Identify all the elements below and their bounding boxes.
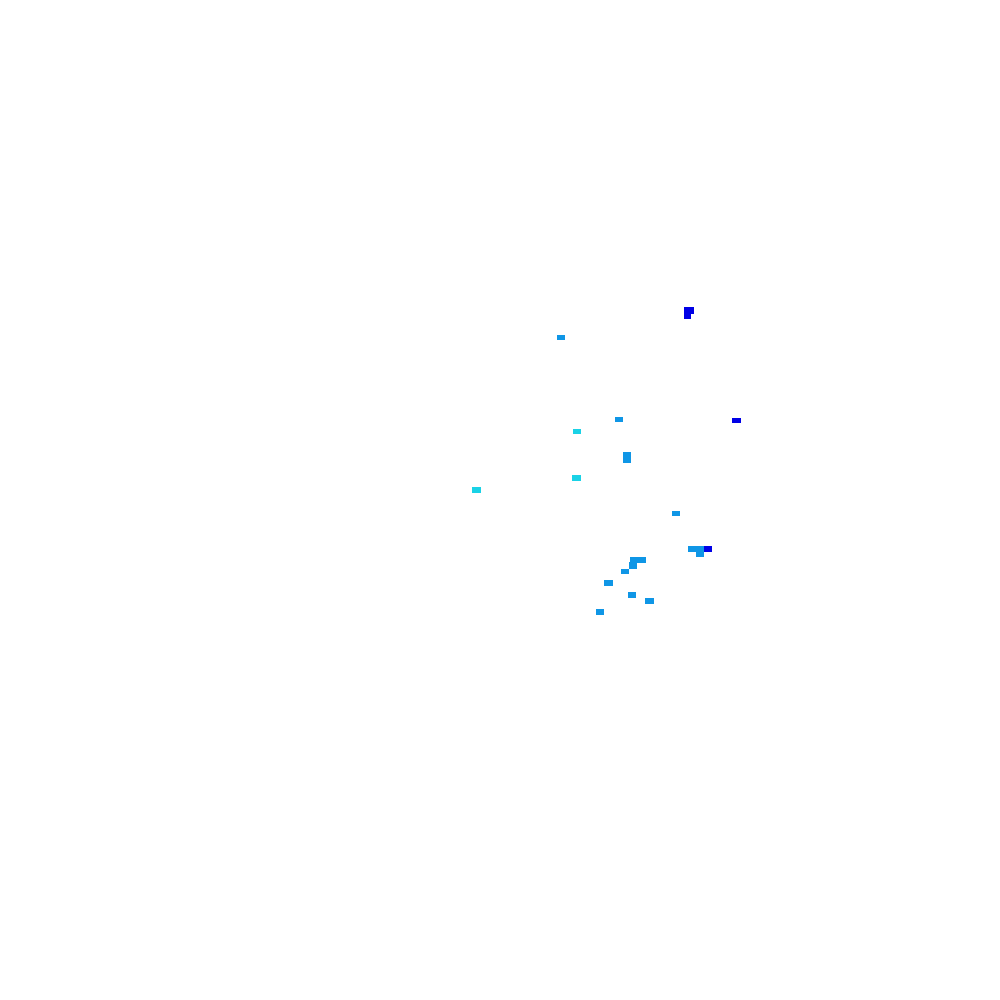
data-cell-dark-blue [732,418,741,423]
data-cell-light-blue [628,592,636,598]
data-cell-light-blue [630,557,646,563]
data-cell-light-blue [623,452,631,463]
data-cell-light-blue [629,562,637,569]
data-cell-cyan [573,429,581,434]
data-cell-light-blue [696,551,704,557]
data-cell-light-blue [596,609,604,615]
data-cell-dark-blue [684,307,694,314]
data-cell-light-blue [615,417,623,422]
data-cell-cyan [572,475,581,481]
data-cell-dark-blue [704,546,712,552]
data-cell-light-blue [688,546,705,552]
data-cell-light-blue [557,335,565,340]
data-cell-light-blue [621,569,629,574]
data-cell-cyan [472,487,481,493]
data-cell-light-blue [604,580,613,586]
data-cell-dark-blue [684,313,691,319]
data-cell-light-blue [645,598,654,604]
data-cell-light-blue [672,511,680,516]
